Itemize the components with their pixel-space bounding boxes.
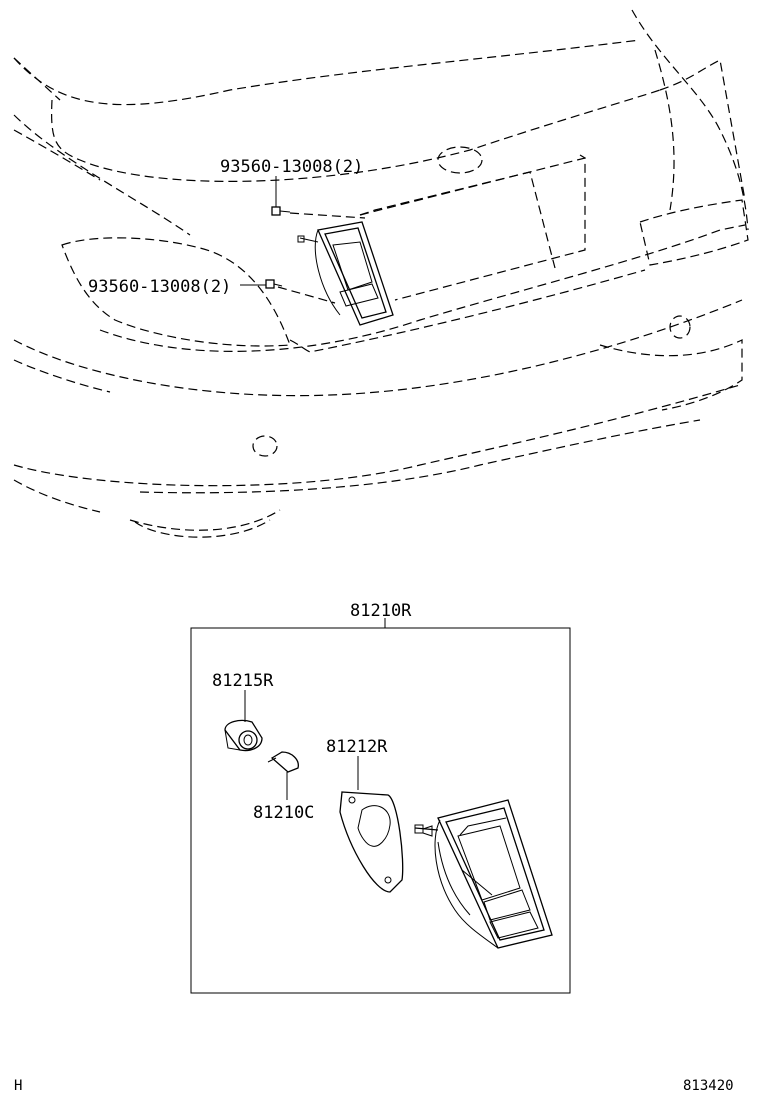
footer-left-code: H [14,1078,22,1094]
gasket-icon [339,791,404,893]
gasket-label: 81212R [326,737,388,757]
screw-upper-icon [271,206,291,216]
assembly-box [190,627,571,994]
bulb-socket-icon [224,719,263,752]
screw-lower-label: 93560-13008(2) [88,277,231,297]
screw-lower-icon [265,279,283,289]
car-rear-outline [13,9,749,538]
socket-label: 81215R [212,671,274,691]
bulb-label: 81210C [253,803,314,823]
assembly-label: 81210R [350,601,412,621]
screw-upper-label: 93560-13008(2) [220,157,363,177]
wedge-bulb-icon [267,751,299,773]
footer-figure-code: 813420 [683,1078,734,1094]
license-lamp-housing-icon [414,799,553,949]
installed-license-lamp [297,221,394,326]
